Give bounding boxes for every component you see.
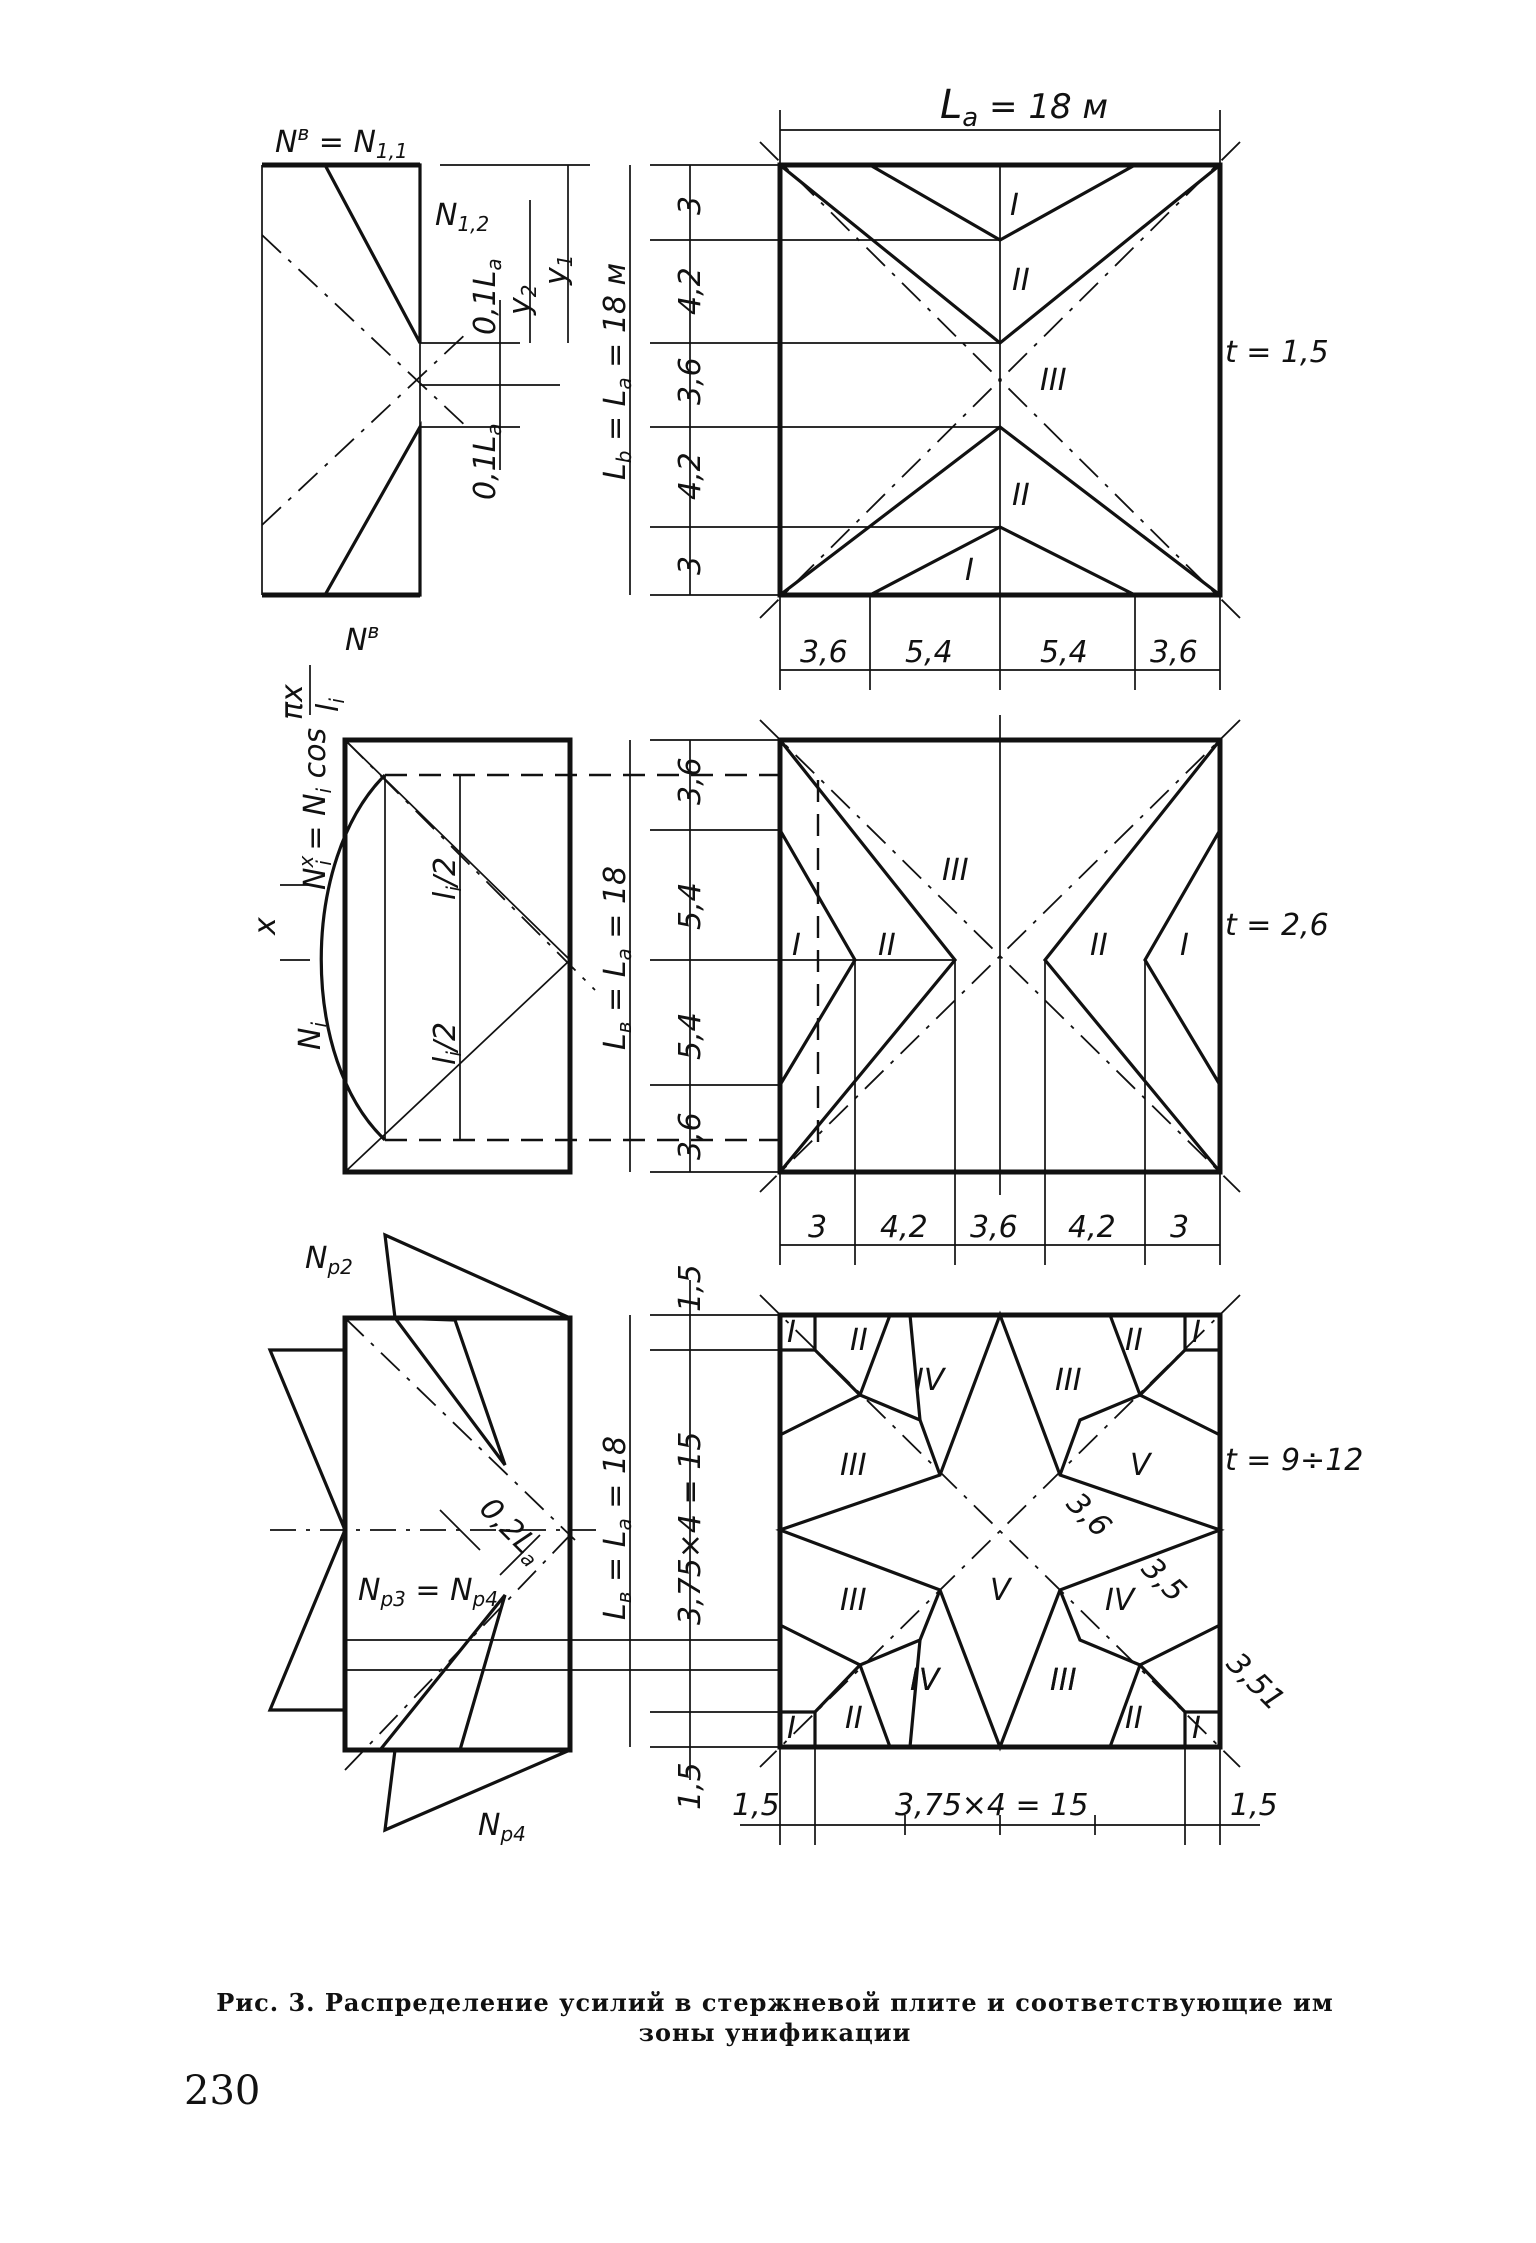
zone-label: II [1012, 263, 1030, 298]
dim-li2-lower: li/2 [428, 1022, 466, 1065]
force-label-n12: N1,2 [435, 198, 489, 236]
zone-label: I [1192, 1711, 1201, 1746]
zone-label: I [792, 928, 801, 963]
col-label-1: 3,6 [800, 635, 848, 670]
zone-label: I [1010, 188, 1019, 223]
col-label-3: 1,5 [1230, 1788, 1278, 1823]
row-label-3: 5,4 [673, 1012, 708, 1060]
zone-label: II [1125, 1701, 1143, 1736]
dim-lb: Lb = La = 18 м [598, 263, 636, 480]
zone-label: V [990, 1573, 1013, 1608]
dim-lb: Lв = La = 18 [598, 866, 636, 1050]
col-label-2: 4,2 [880, 1210, 928, 1245]
force-label-np4: Np4 [478, 1808, 526, 1846]
zone-label: III [1040, 363, 1067, 398]
formula-fraction-top: πx [275, 684, 310, 720]
row-label-3: 3,6 [673, 357, 708, 405]
force-diagram-a: Nв = N1,1 N1,2 Nв 0,1La 0,1La y2 y1 [261, 121, 590, 658]
zone-label: III [840, 1448, 867, 1483]
thickness-label: t = 1,5 [1225, 335, 1329, 370]
col-label-5: 3 [1170, 1210, 1189, 1245]
col-label-3: 3,6 [970, 1210, 1018, 1245]
col-label-2: 3,75×4 = 15 [895, 1788, 1088, 1823]
row-label-2: 3,75×4 = 15 [673, 1432, 708, 1625]
col-label-4: 3,6 [1150, 635, 1198, 670]
row-label-5: 3 [673, 556, 708, 575]
dim-01la-upper: 0,1La [468, 258, 506, 335]
thickness-label: t = 2,6 [1225, 908, 1329, 943]
diag-dim-3: 3,51 [1219, 1646, 1291, 1718]
force-label-np3-np4: Np3 = Np4 [358, 1573, 498, 1611]
row-label-2: 5,4 [673, 882, 708, 930]
row-label-1: 3 [673, 196, 708, 215]
zone-label: II [1012, 478, 1030, 513]
zone-label: II [878, 928, 896, 963]
dim-02la: 0,2La [470, 1491, 551, 1572]
col-label-4: 4,2 [1068, 1210, 1116, 1245]
zone-label: I [787, 1711, 796, 1746]
zone-label: IV [1105, 1583, 1137, 1618]
page-number: 230 [184, 2068, 261, 2114]
dim-li2-upper: li/2 [428, 857, 466, 900]
zone-label: I [965, 553, 974, 588]
caption-line-2: зоны унификации [638, 2018, 912, 2047]
force-label-ni: Ni [293, 1022, 331, 1050]
zone-label: III [1055, 1363, 1082, 1398]
force-diagram-c: Np2 Np3 = Np4 Np4 0,2La [267, 1232, 780, 1846]
row-label-1: 1,5 [673, 1264, 708, 1312]
figure-caption: Рис. 3. Распределение усилий в стержнево… [190, 1988, 1360, 2048]
col-label-3: 5,4 [1040, 635, 1088, 670]
caption-line-1: Рис. 3. Распределение усилий в стержнево… [216, 1988, 1334, 2017]
dim-01la-lower: 0,1La [468, 423, 506, 500]
col-label-2: 5,4 [905, 635, 953, 670]
zone-label: III [1050, 1663, 1077, 1698]
zone-label: III [942, 853, 969, 888]
row-label-1: 3,6 [673, 757, 708, 805]
plan-diagram-a: La = 18 м Lb = La = 18 м 3 4,2 3,6 4,2 3… [598, 82, 1329, 690]
zone-label: IV [910, 1663, 942, 1698]
zone-label: III [840, 1583, 867, 1618]
zone-label: I [1180, 928, 1189, 963]
col-label-1: 1,5 [732, 1788, 780, 1823]
plan-diagram-b: Lв = La = 18 3,6 5,4 5,4 3,6 3 4,2 3,6 4… [598, 715, 1329, 1265]
dim-la: La = 18 м [940, 82, 1108, 133]
zone-label: I [787, 1315, 796, 1350]
zone-label: II [850, 1323, 868, 1358]
zone-label: I [1192, 1315, 1201, 1350]
dim-x: x [248, 917, 283, 936]
force-label-np2: Np2 [305, 1241, 353, 1279]
row-label-2: 4,2 [673, 267, 708, 315]
zone-label: V [1130, 1448, 1153, 1483]
row-label-3: 1,5 [673, 1762, 708, 1810]
zone-label: II [1125, 1323, 1143, 1358]
plan-diagram-c: Lв = La = 18 1,5 3,75×4 = 15 1,5 1,5 3,7… [598, 1264, 1363, 1845]
zone-label: III [1050, 1663, 1077, 1698]
dim-y1: y1 [539, 255, 577, 287]
dim-y2: y2 [503, 285, 541, 317]
zone-label: IV [910, 1663, 942, 1698]
zone-label: II [1090, 928, 1108, 963]
formula-fraction-bottom: li [311, 698, 349, 712]
thickness-label: t = 9÷12 [1225, 1443, 1363, 1478]
diag-dim-1: 3,6 [1059, 1486, 1117, 1544]
zone-label: IV [915, 1363, 947, 1398]
dim-lb: Lв = La = 18 [598, 1436, 636, 1620]
force-label-nb: Nв [345, 619, 379, 658]
force-label-nb-n11: Nв = N1,1 [275, 121, 408, 163]
zone-label: II [845, 1701, 863, 1736]
row-label-4: 4,2 [673, 452, 708, 500]
force-diagram-b: Nxi = Ni cos πx li Ni x li/2 li/2 [248, 665, 780, 1175]
col-label-1: 3 [808, 1210, 827, 1245]
formula-nix: Nxi = Ni cos [294, 728, 336, 890]
row-label-4: 3,6 [673, 1112, 708, 1160]
